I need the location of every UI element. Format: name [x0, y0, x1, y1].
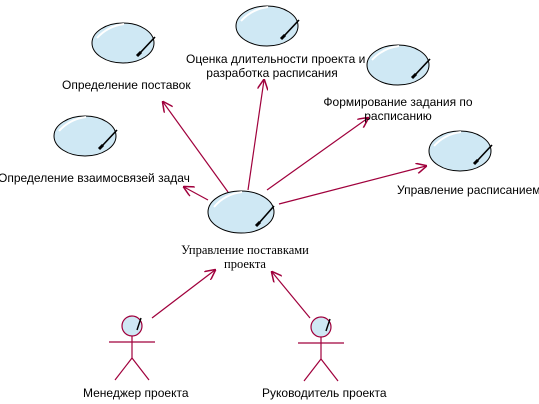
- label-project-lead: Руководитель проекта: [262, 386, 387, 400]
- arrow-to-task-generation: [266, 118, 368, 191]
- arrow-from-project-lead: [272, 272, 311, 319]
- use-case-supply-management[interactable]: [207, 190, 275, 234]
- pen-icon: [476, 144, 493, 162]
- label-duration-estimation-line1: Оценка длительности проекта и: [186, 52, 366, 66]
- arrow-from-project-manager: [151, 270, 215, 319]
- arrow-to-duration-estimation: [247, 80, 264, 191]
- use-case-supply-definition[interactable]: [91, 22, 156, 64]
- actor-project-manager[interactable]: [109, 315, 155, 381]
- pen-icon: [139, 36, 156, 54]
- label-supply-management: Управление поставками проекта: [170, 243, 320, 271]
- arrow-to-supply-definition: [163, 102, 229, 193]
- label-task-dependencies: Определение взаимосвязей задач: [0, 171, 190, 185]
- label-supply-definition: Определение поставок: [62, 78, 191, 92]
- pen-icon: [414, 58, 431, 76]
- arrow-to-schedule-management: [278, 166, 426, 205]
- use-case-duration-estimation[interactable]: [235, 5, 300, 47]
- label-duration-estimation: Оценка длительности проекта и разработка…: [186, 52, 366, 80]
- pen-icon: [136, 317, 142, 331]
- label-task-generation-line1: Формирование задания по: [323, 95, 473, 109]
- pen-icon: [101, 129, 118, 147]
- pen-icon: [283, 19, 300, 37]
- pen-icon: [258, 205, 275, 224]
- label-supply-management-line1: Управление поставками: [181, 243, 309, 257]
- arrow-to-task-dependencies: [184, 187, 209, 201]
- actor-project-lead[interactable]: [298, 316, 344, 382]
- label-schedule-management: Управление расписанием: [397, 183, 539, 197]
- use-case-task-generation[interactable]: [366, 44, 431, 86]
- label-task-generation: Формирование задания по расписанию: [318, 95, 478, 123]
- use-case-task-dependencies[interactable]: [53, 115, 118, 157]
- label-duration-estimation-line2: разработка расписания: [206, 66, 338, 80]
- pen-icon: [325, 318, 331, 332]
- label-task-generation-line2: расписанию: [364, 109, 432, 123]
- label-supply-management-line2: проекта: [224, 257, 266, 271]
- associations: [151, 80, 426, 319]
- use-case-schedule-management[interactable]: [428, 130, 493, 172]
- label-project-manager: Менеджер проекта: [83, 386, 189, 400]
